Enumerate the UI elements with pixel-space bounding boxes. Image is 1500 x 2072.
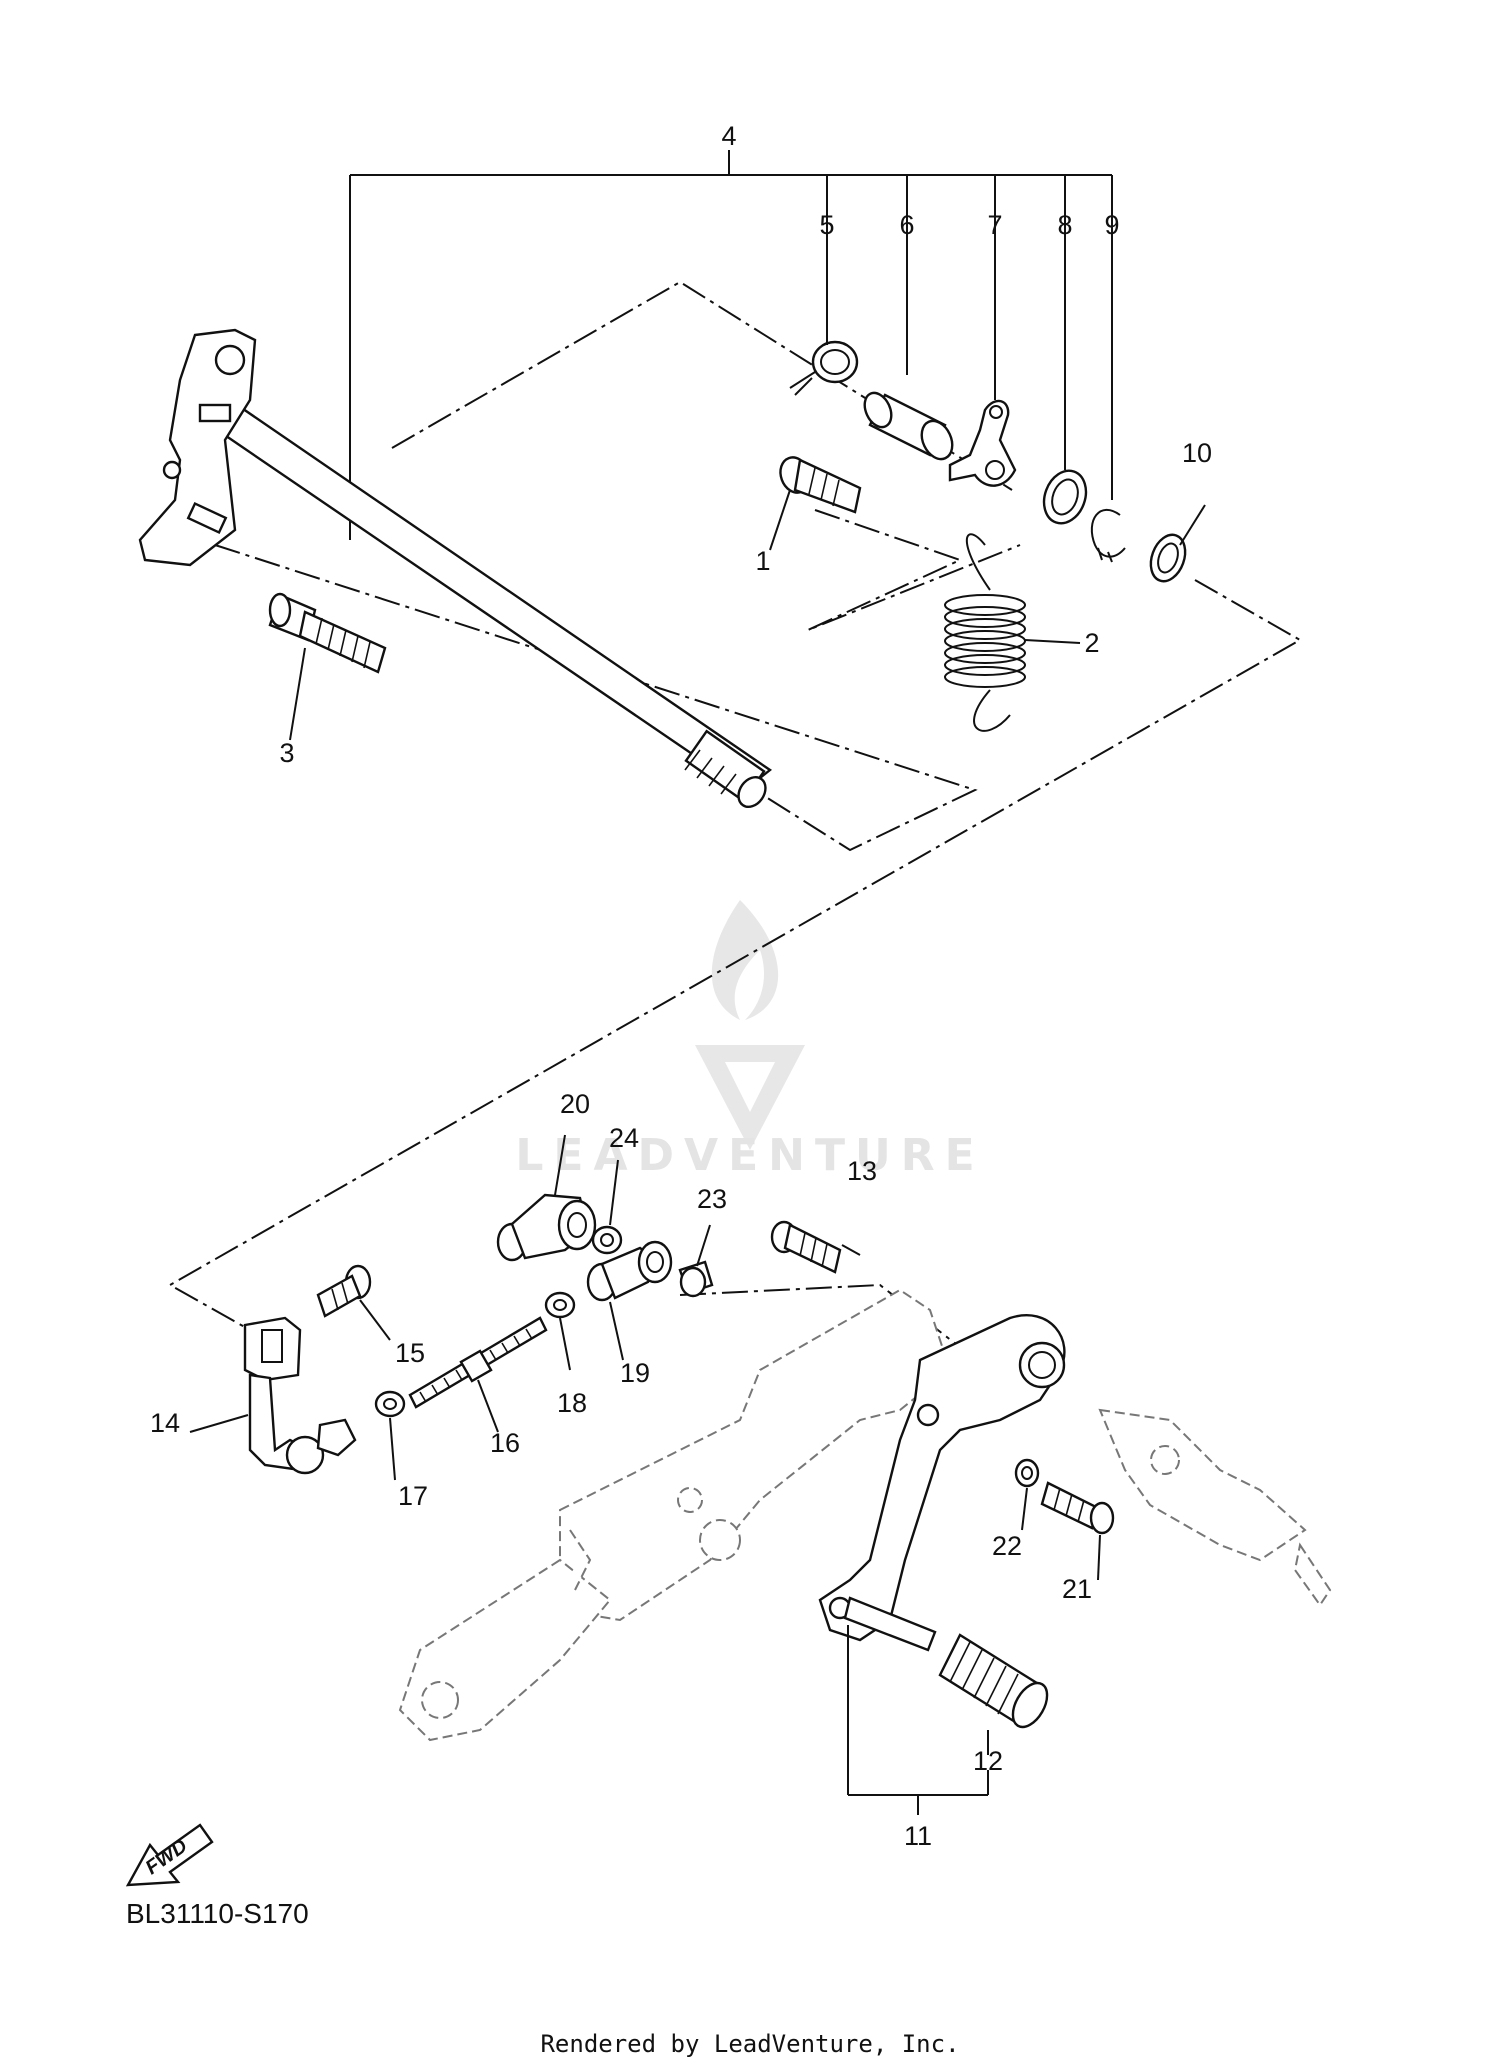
callout-15: 15 bbox=[395, 1338, 425, 1368]
pedal-bolt bbox=[1040, 1481, 1115, 1535]
callout-4: 4 bbox=[721, 121, 736, 151]
watermark-logo: LEADVENTURE bbox=[515, 900, 984, 1181]
arm-bolt bbox=[316, 1264, 372, 1318]
pivot-bolt bbox=[770, 1220, 842, 1274]
nut-17 bbox=[374, 1390, 406, 1418]
shift-arm bbox=[243, 1316, 357, 1475]
callout-18: 18 bbox=[557, 1388, 587, 1418]
callout-23: 23 bbox=[697, 1184, 727, 1214]
callout-2: 2 bbox=[1084, 628, 1099, 658]
nut-18 bbox=[544, 1291, 576, 1319]
diagram-code: BL31110-S170 bbox=[126, 1898, 309, 1929]
footer-credit: Rendered by LeadVenture, Inc. bbox=[540, 2030, 960, 2058]
callout-19: 19 bbox=[620, 1358, 650, 1388]
callout-17: 17 bbox=[398, 1481, 428, 1511]
callout-7: 7 bbox=[987, 210, 1002, 240]
callout-11: 11 bbox=[904, 1821, 932, 1851]
collar-23 bbox=[678, 1260, 714, 1298]
shift-pedal bbox=[818, 1314, 1066, 1652]
small-spring bbox=[789, 340, 859, 396]
callout-13: 13 bbox=[847, 1156, 877, 1186]
fwd-arrow-icon: FWD bbox=[125, 1823, 214, 1887]
stopper-bolt bbox=[268, 592, 387, 674]
rod-joint-19 bbox=[586, 1240, 673, 1302]
callout-3: 3 bbox=[279, 738, 294, 768]
shift-rod bbox=[408, 1316, 548, 1409]
collar bbox=[863, 391, 954, 461]
callout-6: 6 bbox=[899, 210, 914, 240]
leader-lines bbox=[189, 340, 1206, 1755]
pedal-rubber bbox=[938, 1633, 1049, 1729]
rod-joint-20 bbox=[496, 1193, 597, 1262]
callout-labels: 1 2 3 4 5 6 7 8 9 10 11 12 13 14 15 16 1… bbox=[150, 121, 1212, 1851]
callout-5: 5 bbox=[819, 210, 834, 240]
footrest-bracket-ghost bbox=[398, 1288, 1332, 1742]
callout-14: 14 bbox=[150, 1408, 180, 1438]
callout-20: 20 bbox=[560, 1089, 590, 1119]
callout-12: 12 bbox=[973, 1746, 1003, 1776]
callout-16: 16 bbox=[490, 1428, 520, 1458]
callout-8: 8 bbox=[1057, 210, 1072, 240]
callout-1: 1 bbox=[755, 546, 770, 576]
callout-10: 10 bbox=[1182, 438, 1212, 468]
stopper-lever bbox=[948, 399, 1017, 487]
return-spring bbox=[944, 533, 1026, 732]
callout-24: 24 bbox=[609, 1123, 639, 1153]
callout-21: 21 bbox=[1062, 1574, 1092, 1604]
shift-arm-plate bbox=[138, 328, 257, 567]
collar-bolt bbox=[779, 456, 862, 514]
washer-8 bbox=[1042, 469, 1088, 525]
circlip-9 bbox=[1090, 508, 1126, 558]
nut-24 bbox=[591, 1225, 623, 1255]
watermark-text: LEADVENTURE bbox=[515, 1130, 984, 1181]
group-bracket-4 bbox=[349, 150, 1113, 540]
callout-22: 22 bbox=[992, 1531, 1022, 1561]
group-bracket-11 bbox=[847, 1625, 989, 1815]
washer-22 bbox=[1014, 1458, 1040, 1488]
callout-9: 9 bbox=[1104, 210, 1119, 240]
